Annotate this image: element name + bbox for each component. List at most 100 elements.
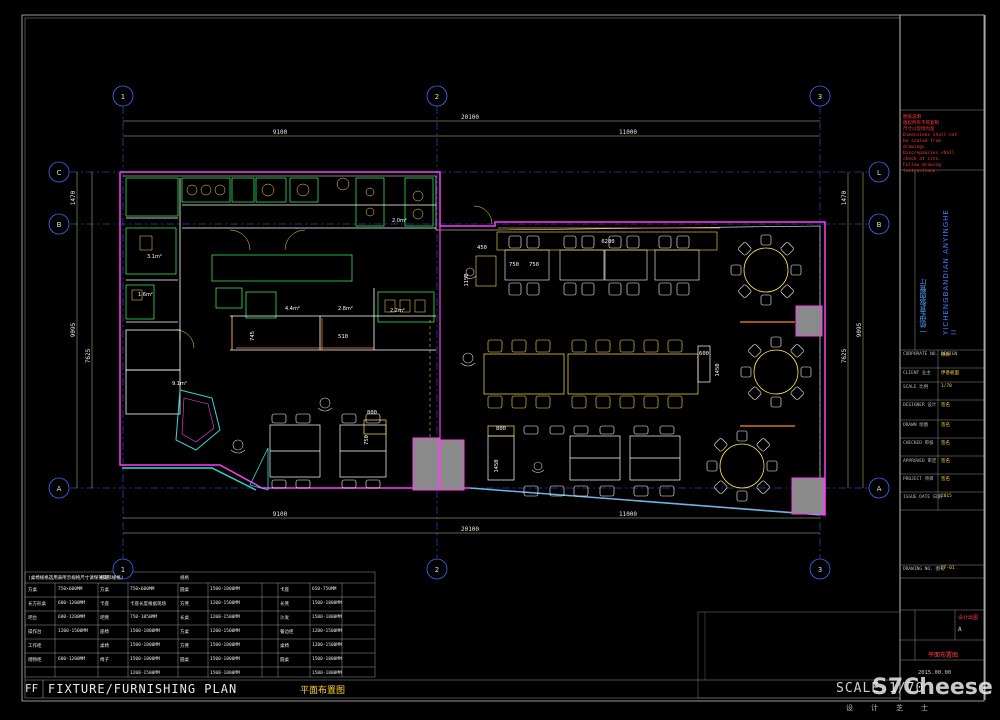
round-table-chair (756, 438, 770, 452)
partition-lines (740, 321, 795, 427)
schedule-cell: 吧凳 (100, 616, 109, 621)
round-table-chair (756, 480, 770, 494)
grid-col-1-bottom: 1 (121, 566, 125, 574)
schedule-cell: 1200-1500MM (210, 601, 240, 606)
chair (676, 235, 690, 249)
schedule-cell: 吧台 (28, 616, 37, 621)
round-table-chair (800, 366, 812, 378)
interior-dim-11: 750 (364, 435, 370, 445)
round-table-chair (766, 460, 778, 472)
chair (581, 282, 595, 296)
schedule-cell: 操作台 (28, 630, 42, 635)
interior-dim-3: 1150 (464, 273, 470, 286)
title-block-value: 伊香板面 (941, 371, 959, 376)
schedule-cell: 1500-1800MM (130, 657, 160, 662)
area-label-4: 2.8m² (338, 306, 353, 312)
schedule-cell: 1500-1800MM (312, 601, 342, 606)
chair (295, 479, 311, 489)
drawing-scale: SCALE 1/70 (836, 681, 925, 696)
schedule-cell: 沙发 (280, 616, 289, 621)
schedule-cell: 1200-1500MM (210, 615, 240, 620)
round-table-chair (740, 366, 752, 378)
grid-row-b-right: B (877, 221, 882, 229)
schedule-cell: 方桌 (100, 588, 109, 593)
chair (535, 395, 551, 409)
dim-bottom-total: 20100 (461, 526, 479, 533)
schedule-cell: 长方形桌 (28, 602, 46, 607)
title-block-key: CHECKED 审核 (903, 441, 934, 446)
chair (295, 413, 311, 424)
round-table-chair (714, 480, 728, 494)
dim-right-b: 9095 (856, 322, 863, 337)
grid-row-l-right: L (877, 169, 881, 177)
title-block-value: 签名 (941, 403, 950, 408)
chair (658, 235, 672, 249)
dim-top-left: 9100 (273, 129, 288, 136)
area-label-6: 2.0m² (392, 218, 407, 224)
schedule-cell: 桌椅 (280, 644, 289, 649)
building-walls (119, 171, 826, 516)
title-block-key: APPROVED 审定 (903, 459, 937, 464)
round-table-chair (760, 234, 772, 246)
schedule-title: (桌椅规格选用表所示规格尺寸请保持实际规格) (28, 576, 124, 581)
interior-walls (125, 178, 436, 415)
interior-dim-7: 1450 (715, 363, 721, 376)
schedule-cell: 桌椅 (100, 644, 109, 649)
title-block-value: 签名 (941, 441, 950, 446)
schedule-cell: 1500-1800MM (210, 587, 240, 592)
chair (526, 282, 540, 296)
schedule-cell: 1500-1800MM (312, 615, 342, 620)
schedule-cell: 600-1200MM (58, 615, 86, 620)
title-block-value: 项目 (941, 353, 950, 358)
schedule-cell: 1200-1500MM (312, 643, 342, 648)
sheet-name: 平面布置图 (928, 652, 959, 659)
schedule-cell: 1500-1800MM (210, 657, 240, 662)
schedule-cell: 工作柜 (28, 644, 42, 649)
dim-left-a: 1470 (70, 190, 77, 205)
schedule-cell: 1500-1800MM (312, 657, 342, 662)
round-table-chair (706, 460, 718, 472)
chair (511, 339, 527, 353)
interior-dim-1: 6280 (601, 239, 614, 245)
round-table-chair (748, 386, 762, 400)
person-figures (230, 267, 545, 473)
round-table-chair (748, 344, 762, 358)
chair (487, 395, 503, 409)
round-table-chair (760, 294, 772, 306)
chair (563, 235, 577, 249)
chair (626, 282, 640, 296)
schedule-cell: 1200-1500MM (130, 671, 160, 676)
schedule-cell: 长凳 (280, 602, 289, 607)
chair (659, 485, 675, 497)
grid-col-1-top: 1 (121, 93, 125, 101)
chair (535, 339, 551, 353)
round-table-chair (738, 284, 752, 298)
round-table-chair (790, 344, 804, 358)
interior-dim-5: 750 (529, 262, 539, 268)
chair (626, 235, 640, 249)
round-table-chair (714, 438, 728, 452)
title-block-row: CLIENT 业主伊香板面 (903, 370, 959, 376)
schedule-cell: 长桌 (180, 616, 189, 621)
schedule-cell: 餐边柜 (280, 630, 294, 635)
schedule-cell: 1500-1800MM (130, 629, 160, 634)
schedule-cell: 1500-1800MM (312, 671, 342, 676)
drawing-title: FIXTURE/FURNISHING PLAN (48, 682, 238, 696)
chair (573, 425, 589, 435)
round-table (719, 443, 765, 489)
counter-lines (231, 227, 720, 350)
schedule-cell: 750×600MM (58, 587, 83, 592)
chair (271, 413, 287, 424)
kitchen-fixtures (131, 177, 493, 349)
vestibule (175, 389, 221, 451)
chair (523, 485, 539, 497)
interior-dim-4: 750 (509, 262, 519, 268)
title-block-value: 签名 (941, 423, 950, 428)
interior-dim-9: 510 (338, 334, 348, 340)
title-block-key: CORPORATE NO. DESIGN (903, 352, 958, 357)
chair (633, 485, 649, 497)
watermark-subtitle: 设计芝士 (846, 704, 946, 712)
